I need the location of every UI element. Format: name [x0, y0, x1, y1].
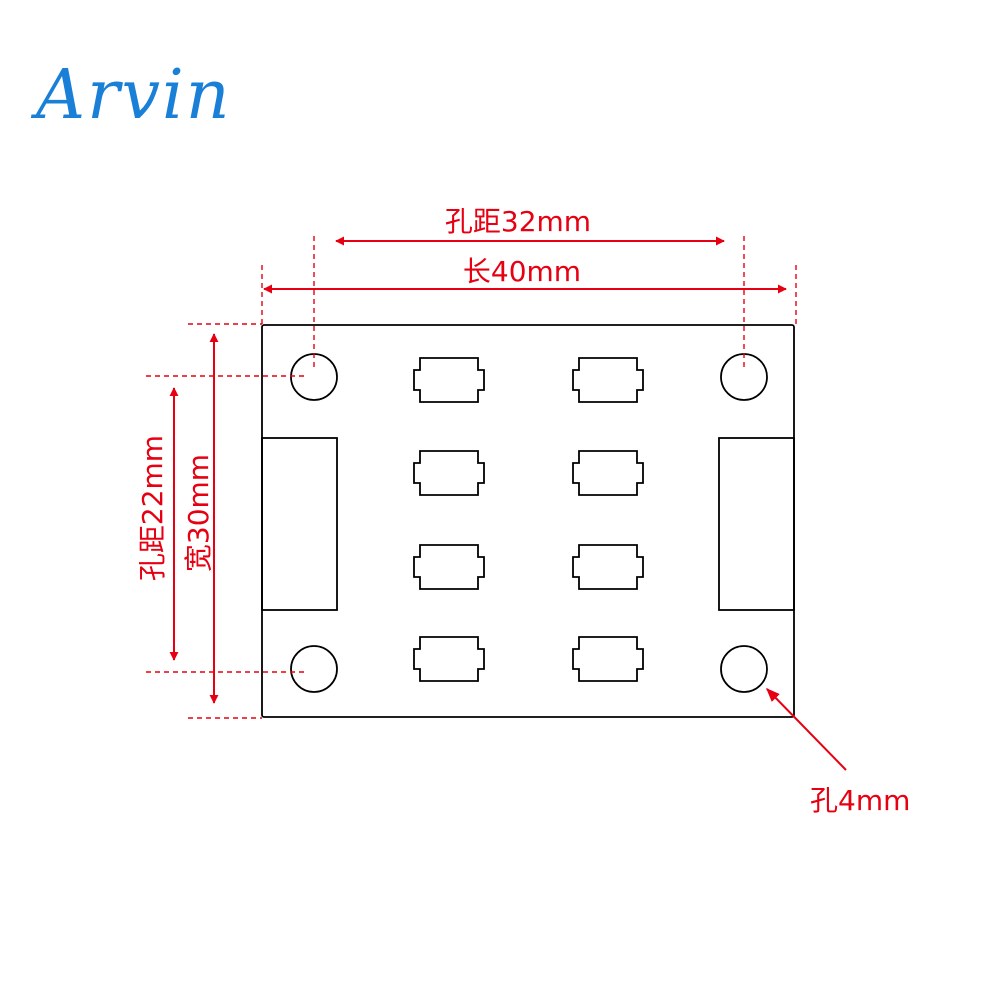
pad-grid [413, 357, 644, 682]
hole-pitch-horizontal-label: 孔距32mm [445, 205, 591, 238]
right-notch [718, 437, 795, 611]
left-notch [261, 437, 338, 611]
mounting-hole-top-left [290, 353, 338, 401]
connector-pad [413, 357, 485, 403]
connector-pad [572, 357, 644, 403]
connector-pad [413, 544, 485, 590]
dim-length: 长40mm [261, 255, 797, 325]
length-label: 长40mm [463, 255, 581, 288]
dim-hole-pitch-horizontal: 孔距32mm [313, 205, 745, 370]
connector-pad [413, 636, 485, 682]
hole-diameter-label: 孔4mm [810, 784, 910, 817]
mounting-hole-bottom-right [720, 645, 768, 693]
mounting-hole-top-right [720, 353, 768, 401]
connector-pad [572, 450, 644, 496]
dim-hole-diameter: 孔4mm [766, 687, 910, 817]
connector-pad [572, 636, 644, 682]
hole-pitch-vertical-label: 孔距22mm [136, 435, 169, 581]
board [261, 324, 795, 718]
mounting-hole-bottom-left [290, 645, 338, 693]
dim-width: 宽30mm [182, 323, 262, 719]
connector-pad [572, 544, 644, 590]
connector-pad [413, 450, 485, 496]
board-outline [261, 324, 795, 718]
width-label: 宽30mm [182, 454, 215, 572]
dim-hole-pitch-vertical: 孔距22mm [136, 375, 306, 673]
logo-text: Arvin [30, 56, 232, 135]
